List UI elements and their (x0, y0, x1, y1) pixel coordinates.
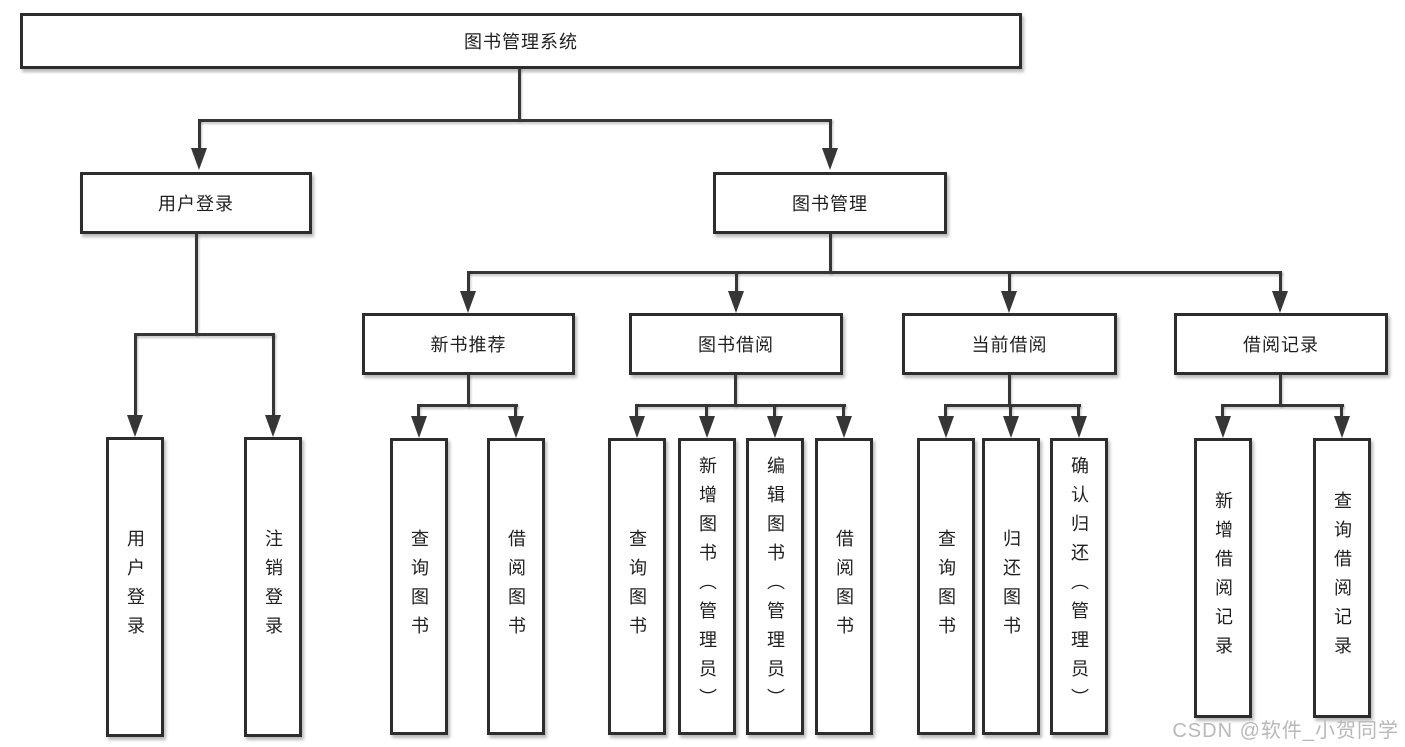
arrowhead-icon (265, 415, 281, 437)
node-borrow-records: 借阅记录 (1174, 313, 1388, 375)
arrowhead-icon (699, 416, 715, 438)
arrowhead-icon (1001, 291, 1017, 313)
connector-line (829, 234, 832, 274)
leaf-query-book-3: 查询图书 (917, 438, 975, 735)
arrowhead-icon (508, 416, 524, 438)
leaf-add-book-admin: 新增图书（管理员） (678, 438, 736, 735)
leaf-query-book-1-label: 查询图书 (409, 528, 429, 645)
leaf-borrow-book-2-label: 借阅图书 (834, 528, 854, 645)
node-new-book-recommend-label: 新书推荐 (430, 335, 507, 355)
leaf-user-login-label: 用户登录 (125, 529, 145, 645)
leaf-logout: 注销登录 (244, 437, 302, 737)
node-root: 图书管理系统 (20, 13, 1022, 69)
connector-line (829, 119, 832, 151)
connector-line (467, 271, 1282, 274)
arrowhead-icon (411, 416, 427, 438)
connector-line (1221, 404, 1224, 418)
connector-line (134, 333, 137, 417)
leaf-return-book-label: 归还图书 (1001, 528, 1021, 645)
node-user-login-label: 用户登录 (158, 194, 234, 214)
connector-line (944, 404, 947, 418)
connector-line (1008, 375, 1011, 407)
arrowhead-icon (1003, 416, 1019, 438)
leaf-add-book-admin-label: 新增图书（管理员） (697, 456, 717, 717)
leaf-query-borrow-record: 查询借阅记录 (1313, 438, 1371, 718)
connector-line (198, 119, 832, 122)
node-user-login: 用户登录 (80, 172, 312, 234)
node-book-management: 图书管理 (713, 172, 947, 234)
connector-line (418, 404, 518, 407)
node-borrow-records-label: 借阅记录 (1243, 335, 1319, 355)
arrowhead-icon (191, 148, 207, 170)
connector-line (735, 271, 738, 293)
leaf-borrow-book-1: 借阅图书 (487, 438, 545, 735)
leaf-return-book: 归还图书 (982, 438, 1040, 735)
connector-line (467, 375, 470, 407)
arrowhead-icon (460, 291, 476, 313)
connector-line (1279, 375, 1282, 407)
arrowhead-icon (836, 416, 852, 438)
connector-line (1008, 271, 1011, 293)
connector-line (945, 404, 1081, 407)
leaf-query-book-3-label: 查询图书 (936, 528, 956, 645)
connector-line (518, 68, 521, 121)
node-book-borrow: 图书借阅 (629, 313, 843, 375)
arrowhead-icon (629, 416, 645, 438)
csdn-watermark: CSDN @软件_小贺同学 (1172, 720, 1399, 742)
connector-line (1009, 404, 1012, 418)
connector-line (1222, 404, 1344, 407)
leaf-edit-book-admin: 编辑图书（管理员） (746, 438, 804, 735)
arrowhead-icon (127, 415, 143, 437)
connector-line (635, 404, 638, 418)
connector-line (417, 404, 420, 418)
connector-line (1340, 404, 1343, 418)
connector-line (734, 375, 737, 407)
connector-line (195, 234, 198, 336)
connector-line (134, 333, 275, 336)
arrowhead-icon (938, 416, 954, 438)
node-current-borrow: 当前借阅 (902, 313, 1117, 375)
leaf-borrow-book-2: 借阅图书 (815, 438, 873, 735)
connector-line (272, 333, 275, 417)
node-new-book-recommend: 新书推荐 (362, 313, 575, 375)
arrowhead-icon (767, 416, 783, 438)
arrowhead-icon (1071, 416, 1087, 438)
node-book-management-label: 图书管理 (792, 194, 868, 214)
node-root-label: 图书管理系统 (464, 32, 578, 52)
node-current-borrow-label: 当前借阅 (971, 335, 1048, 355)
leaf-query-book-1: 查询图书 (390, 438, 448, 735)
leaf-add-borrow-record: 新增借阅记录 (1194, 438, 1252, 718)
leaf-borrow-book-1-label: 借阅图书 (506, 528, 526, 645)
connector-line (1077, 404, 1080, 418)
leaf-logout-label: 注销登录 (263, 529, 283, 645)
leaf-query-book-2-label: 查询图书 (627, 528, 647, 645)
connector-line (773, 404, 776, 418)
node-book-borrow-label: 图书借阅 (698, 335, 774, 355)
connector-line (705, 404, 708, 418)
leaf-confirm-return-admin: 确认归还（管理员） (1050, 438, 1108, 735)
leaf-confirm-return-admin-label: 确认归还（管理员） (1069, 456, 1089, 717)
leaf-query-borrow-record-label: 查询借阅记录 (1332, 491, 1352, 665)
leaf-query-book-2: 查询图书 (608, 438, 666, 735)
connector-line (1279, 271, 1282, 293)
leaf-add-borrow-record-label: 新增借阅记录 (1213, 491, 1233, 665)
arrowhead-icon (1272, 291, 1288, 313)
connector-line (198, 119, 201, 151)
arrowhead-icon (1334, 416, 1350, 438)
connector-line (636, 404, 846, 407)
connector-line (467, 271, 470, 293)
leaf-user-login: 用户登录 (106, 437, 164, 737)
leaf-edit-book-admin-label: 编辑图书（管理员） (765, 456, 785, 717)
connector-line (842, 404, 845, 418)
arrowhead-icon (1215, 416, 1231, 438)
arrowhead-icon (728, 291, 744, 313)
connector-line (514, 404, 517, 418)
arrowhead-icon (822, 148, 838, 170)
